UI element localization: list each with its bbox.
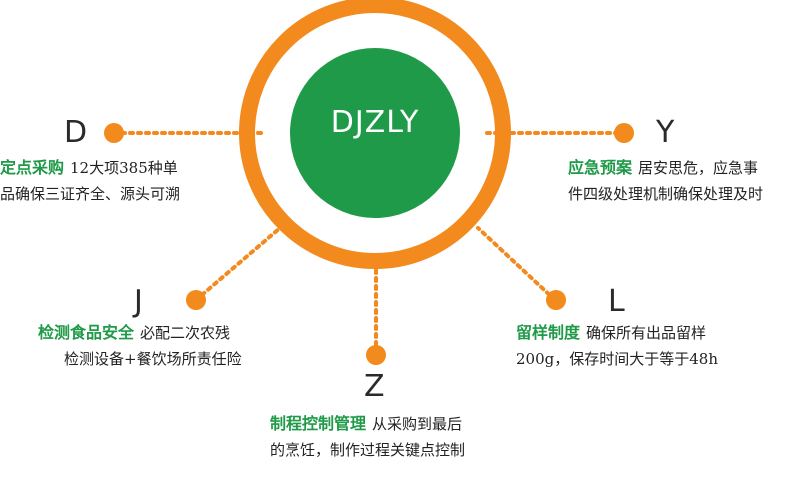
- node-line2-j: 检测设备+餐饮场所责任险: [64, 350, 242, 368]
- node-line1-l: 确保所有出品留样: [586, 324, 707, 342]
- node-title-z: 制程控制管理: [270, 414, 367, 433]
- connector-j: [194, 226, 282, 302]
- node-line1-j: 必配二次农残: [140, 324, 231, 342]
- node-line1-z: 从采购到最后: [372, 415, 463, 433]
- node-dot-j: [186, 290, 206, 310]
- node-text-y: 应急预案居安思危，应急事 件四级处理机制确保处理及时: [568, 155, 763, 207]
- node-letter-y: Y: [656, 115, 675, 150]
- node-line2-d: 品确保三证齐全、源头可溯: [0, 185, 181, 203]
- center-outer-ring: [239, 0, 511, 269]
- node-line2-z: 的烹饪，制作过程关键点控制: [270, 441, 466, 459]
- center-label: DJZLY: [330, 105, 420, 140]
- node-dot-d: [104, 123, 124, 143]
- node-dot-y: [614, 123, 634, 143]
- node-letter-l: L: [608, 284, 625, 319]
- node-text-j: 检测食品安全必配二次农残 检测设备+餐饮场所责任险: [38, 320, 242, 372]
- node-letter-z: Z: [364, 369, 385, 404]
- node-line2-l: 200g，保存时间大于等于48h: [516, 350, 718, 368]
- node-dot-l: [546, 290, 566, 310]
- node-letter-j: J: [134, 284, 143, 319]
- node-text-d: 定点采购 12大项385种单 品确保三证齐全、源头可溯: [0, 155, 180, 207]
- center-circle: [290, 48, 460, 218]
- node-line2-y: 件四级处理机制确保处理及时: [568, 185, 764, 203]
- node-line1-y: 居安思危，应急事: [638, 159, 759, 177]
- node-title-d: 定点采购: [0, 158, 65, 177]
- node-title-l: 留样制度: [516, 323, 581, 342]
- node-letter-d: D: [64, 115, 88, 150]
- node-text-l: 留样制度确保所有出品留样 200g，保存时间大于等于48h: [516, 320, 718, 372]
- node-title-j: 检测食品安全: [38, 323, 135, 342]
- connector-l: [476, 226, 557, 302]
- node-text-z: 制程控制管理从采购到最后 的烹饪，制作过程关键点控制: [270, 411, 465, 463]
- node-dot-z: [366, 345, 386, 365]
- node-line1-d: 12大项385种单: [70, 159, 178, 177]
- node-title-y: 应急预案: [568, 158, 633, 177]
